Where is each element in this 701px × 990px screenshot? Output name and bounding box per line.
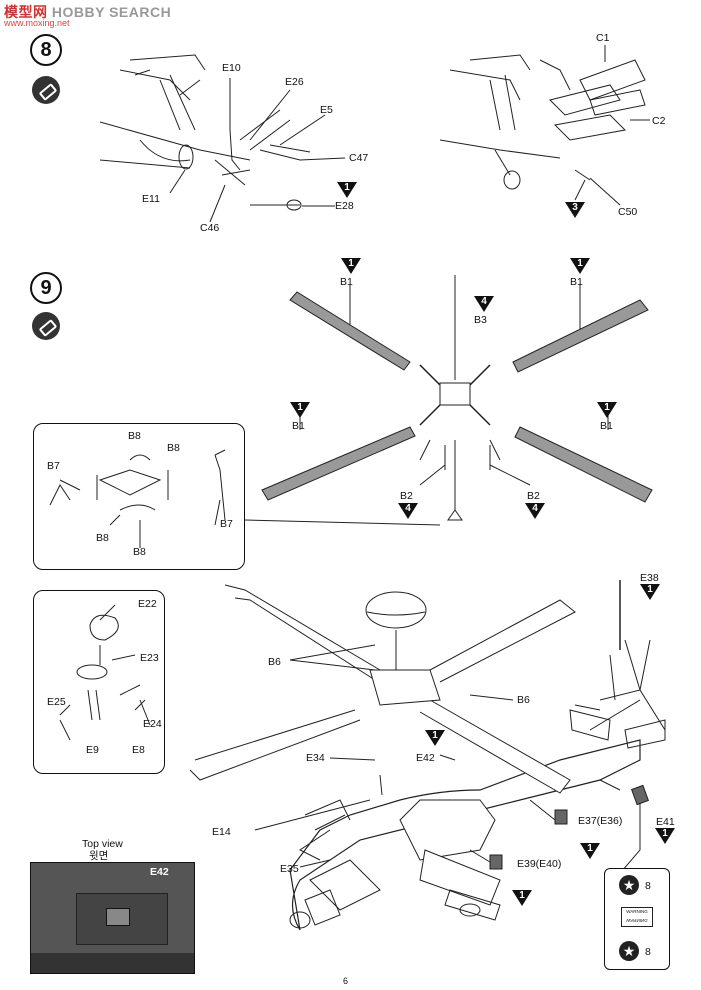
quantity-badge: 1 <box>341 258 361 274</box>
quantity-badge: 4 <box>525 503 545 519</box>
quantity-badge: 1 <box>290 402 310 418</box>
top-view-label-e42: E42 <box>150 866 169 878</box>
label-e22: E22 <box>138 598 157 610</box>
glue-icon <box>32 76 60 104</box>
label-b8: B8 <box>128 430 141 442</box>
label-c46: C46 <box>200 222 220 234</box>
label-e14: E14 <box>212 826 231 838</box>
quantity-badge: 1 <box>337 182 357 198</box>
star-decal-icon: ★ <box>619 941 639 961</box>
label-b7: B7 <box>47 460 60 472</box>
watermark-url: www.moxing.net <box>4 18 70 28</box>
label-e37: E37(E36) <box>578 815 623 827</box>
quantity-badge: 1 <box>425 730 445 746</box>
label-e38: E38 <box>640 572 659 584</box>
label-e34: E34 <box>306 752 325 764</box>
label-e42: E42 <box>416 752 435 764</box>
label-e39: E39(E40) <box>517 858 562 870</box>
label-b1: B1 <box>340 276 353 288</box>
label-b6: B6 <box>517 694 530 706</box>
inset-rotor-head <box>33 423 245 570</box>
top-view-title-ko: 윗면 <box>89 850 109 862</box>
inset-radar-dome <box>33 590 165 774</box>
quantity-badge: 4 <box>398 503 418 519</box>
label-c1: C1 <box>596 32 610 44</box>
quantity-badge: 1 <box>640 584 660 600</box>
label-e5: E5 <box>320 104 333 116</box>
glue-icon <box>32 312 60 340</box>
label-c47: C47 <box>349 152 369 164</box>
top-view-inset <box>30 862 195 974</box>
watermark-en: HOBBY SEARCH <box>51 4 172 20</box>
label-b8: B8 <box>133 546 146 558</box>
watermark-cn: 模型网 <box>4 4 48 20</box>
decal-count: 8 <box>645 880 651 892</box>
label-e8: E8 <box>132 744 145 756</box>
quantity-badge: 1 <box>597 402 617 418</box>
label-e11: E11 <box>142 193 160 205</box>
label-b3: B3 <box>474 314 487 326</box>
label-c2: C2 <box>652 115 666 127</box>
quantity-badge: 1 <box>512 890 532 906</box>
label-b8: B8 <box>96 532 109 544</box>
label-e41: E41 <box>656 816 675 828</box>
label-e24: E24 <box>143 718 162 730</box>
label-b1: B1 <box>570 276 583 288</box>
decal-count: 8 <box>645 946 651 958</box>
label-b2: B2 <box>527 490 540 502</box>
label-e10: E10 <box>222 62 241 74</box>
page-number: 6 <box>343 976 349 986</box>
label-e23: E23 <box>140 652 159 664</box>
label-e28: E28 <box>335 200 354 212</box>
watermark: 模型网 HOBBY SEARCH <box>4 2 171 22</box>
label-b1: B1 <box>292 420 305 432</box>
label-b2: B2 <box>400 490 413 502</box>
step-9-number: 9 <box>30 272 62 304</box>
label-b7: B7 <box>220 518 233 530</box>
star-decal-icon: ★ <box>619 875 639 895</box>
quantity-badge: 3 <box>565 202 585 218</box>
label-e9: E9 <box>86 744 99 756</box>
label-c50: C50 <box>618 206 638 218</box>
label-e25: E25 <box>47 696 66 708</box>
label-b8: B8 <box>167 442 180 454</box>
quantity-badge: 1 <box>580 843 600 859</box>
quantity-badge: 1 <box>655 828 675 844</box>
step-8-number: 8 <box>30 34 62 66</box>
label-e35: E35 <box>280 863 299 875</box>
label-b6: B6 <box>268 656 281 668</box>
quantity-badge: 4 <box>474 296 494 312</box>
label-e26: E26 <box>285 76 304 88</box>
top-view-title: Top view <box>82 838 123 850</box>
quantity-badge: 1 <box>570 258 590 274</box>
label-b1: B1 <box>600 420 613 432</box>
